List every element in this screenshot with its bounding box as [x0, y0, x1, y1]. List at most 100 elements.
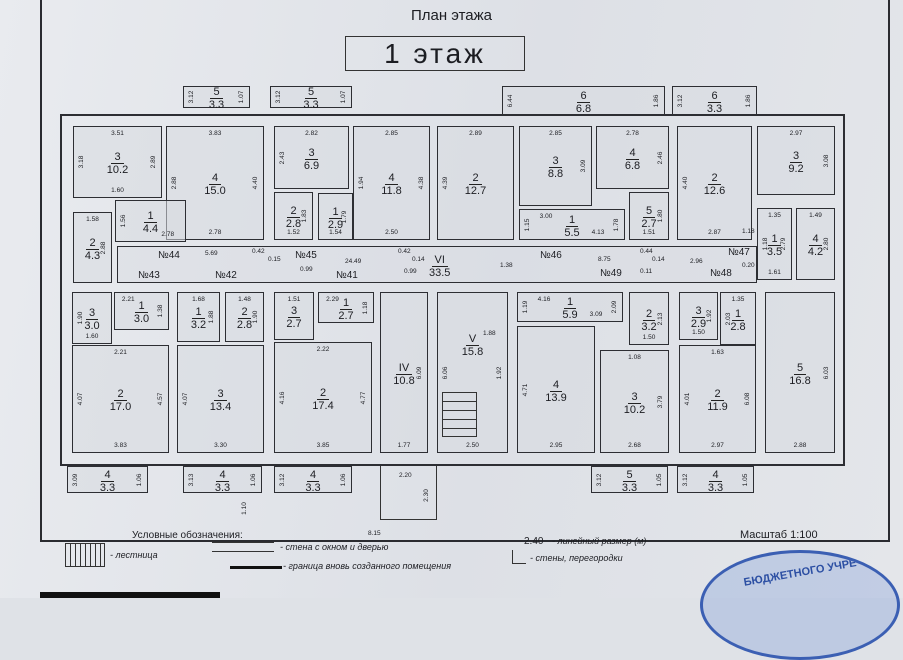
room-number: 1 — [144, 211, 157, 223]
dimension-right: 6.08 — [744, 392, 752, 406]
dimension-bottom: 2.97 — [711, 442, 724, 449]
dimension-right: 1.80 — [657, 209, 665, 223]
dimension-left: 4.40 — [681, 176, 689, 190]
room-area: 2.8 — [236, 319, 253, 331]
apartment-number: №48 — [710, 268, 732, 279]
room-number: 4 — [101, 469, 114, 482]
room-number: V — [465, 333, 480, 346]
legend-new-boundary: - граница вновь созданного помещения — [283, 561, 452, 571]
room-number: 2 — [238, 307, 251, 319]
room-area: 11.8 — [381, 185, 402, 197]
room-number: 2 — [469, 173, 482, 185]
corridor-dimension: 0.14 — [412, 256, 425, 263]
dimension-bottom: 1.51 — [642, 229, 656, 236]
room-area: 3.2 — [641, 320, 657, 333]
corridor-dimension: 0.99 — [300, 266, 313, 273]
entrance-dimension: 2.30 — [422, 489, 430, 502]
entrance-dimension: 1.10 — [240, 502, 248, 515]
room-number: 1 — [768, 234, 781, 246]
dimension-left: 3.18 — [77, 155, 85, 169]
dimension-top: 1.08 — [628, 354, 641, 361]
dimension-right: 1.83 — [301, 209, 309, 223]
corridor-area: 33.5 — [429, 267, 451, 279]
room-area: 3.5 — [766, 246, 783, 258]
room-area: 12.7 — [464, 185, 487, 197]
corridor-number: VI — [431, 255, 448, 267]
room-area: 2.8 — [730, 320, 746, 333]
dimension-left: 1.94 — [357, 176, 365, 190]
room-area: 2.9 — [690, 318, 707, 330]
room-number: 1 — [329, 206, 342, 219]
room-number: 2 — [708, 173, 721, 185]
dimension-bottom: 1.61 — [768, 269, 781, 276]
dimension-top: 2.97 — [789, 130, 803, 137]
room-number: 1 — [565, 214, 579, 227]
room-area: 3.3 — [303, 99, 319, 111]
room-area: 3.0 — [84, 320, 100, 332]
dimension-right: 1.90 — [252, 310, 260, 324]
dimension-top: 1.48 — [238, 296, 251, 303]
dimension-bottom: 2.78 — [208, 229, 222, 236]
room-area: 2.8 — [285, 218, 302, 230]
room-number: 3 — [692, 306, 705, 318]
dimension-left: 3.12 — [676, 94, 684, 107]
legend-walls: - стены, перегородки — [530, 553, 623, 563]
corridor-dimension: 8.75 — [598, 256, 611, 263]
dimension-left: 4.71 — [521, 383, 529, 396]
dimension-left: 6.44 — [506, 94, 514, 107]
dimension-right: 2.80 — [823, 237, 831, 251]
dimension-top: 1.51 — [287, 296, 301, 303]
dimension-bottom: 1.52 — [287, 229, 300, 236]
legend-wall-window: - стена с окном и дверью — [280, 542, 389, 552]
scale-label: Масштаб 1:100 — [740, 529, 818, 541]
room-number: 2 — [642, 308, 656, 321]
room-number: 2 — [86, 237, 99, 250]
dimension-bottom: 2.50 — [466, 442, 479, 449]
dimension-top: 1.49 — [809, 212, 822, 219]
plan-title: План этажа — [410, 7, 493, 24]
apartment-number: №46 — [540, 250, 562, 261]
room-number: 5 — [210, 87, 223, 99]
dimension-right: 1.92 — [496, 366, 504, 379]
dimension-left: 1.19 — [521, 300, 529, 314]
dimension-left: 4.39 — [441, 176, 449, 190]
apartment-number: №47 — [728, 247, 750, 258]
room-area: 2.7 — [641, 218, 657, 230]
dimension-bottom: 1.60 — [111, 187, 124, 194]
room-number: 1 — [731, 308, 745, 321]
room-area: 12.6 — [703, 185, 726, 197]
room-area: 9.2 — [788, 162, 804, 175]
apartment-number: №42 — [215, 270, 237, 281]
legend-dim-sample: 2.40 — [524, 536, 544, 547]
room-area: 5.9 — [562, 309, 578, 321]
room-number: 5 — [793, 362, 807, 375]
room-number: 5 — [623, 469, 636, 482]
room-number: 1 — [563, 297, 577, 309]
wall-window-legend-icon — [212, 542, 274, 552]
dimension-top: 1.35 — [731, 296, 745, 303]
room-area: 3.2 — [190, 319, 207, 331]
apartment-number: №43 — [138, 270, 160, 281]
